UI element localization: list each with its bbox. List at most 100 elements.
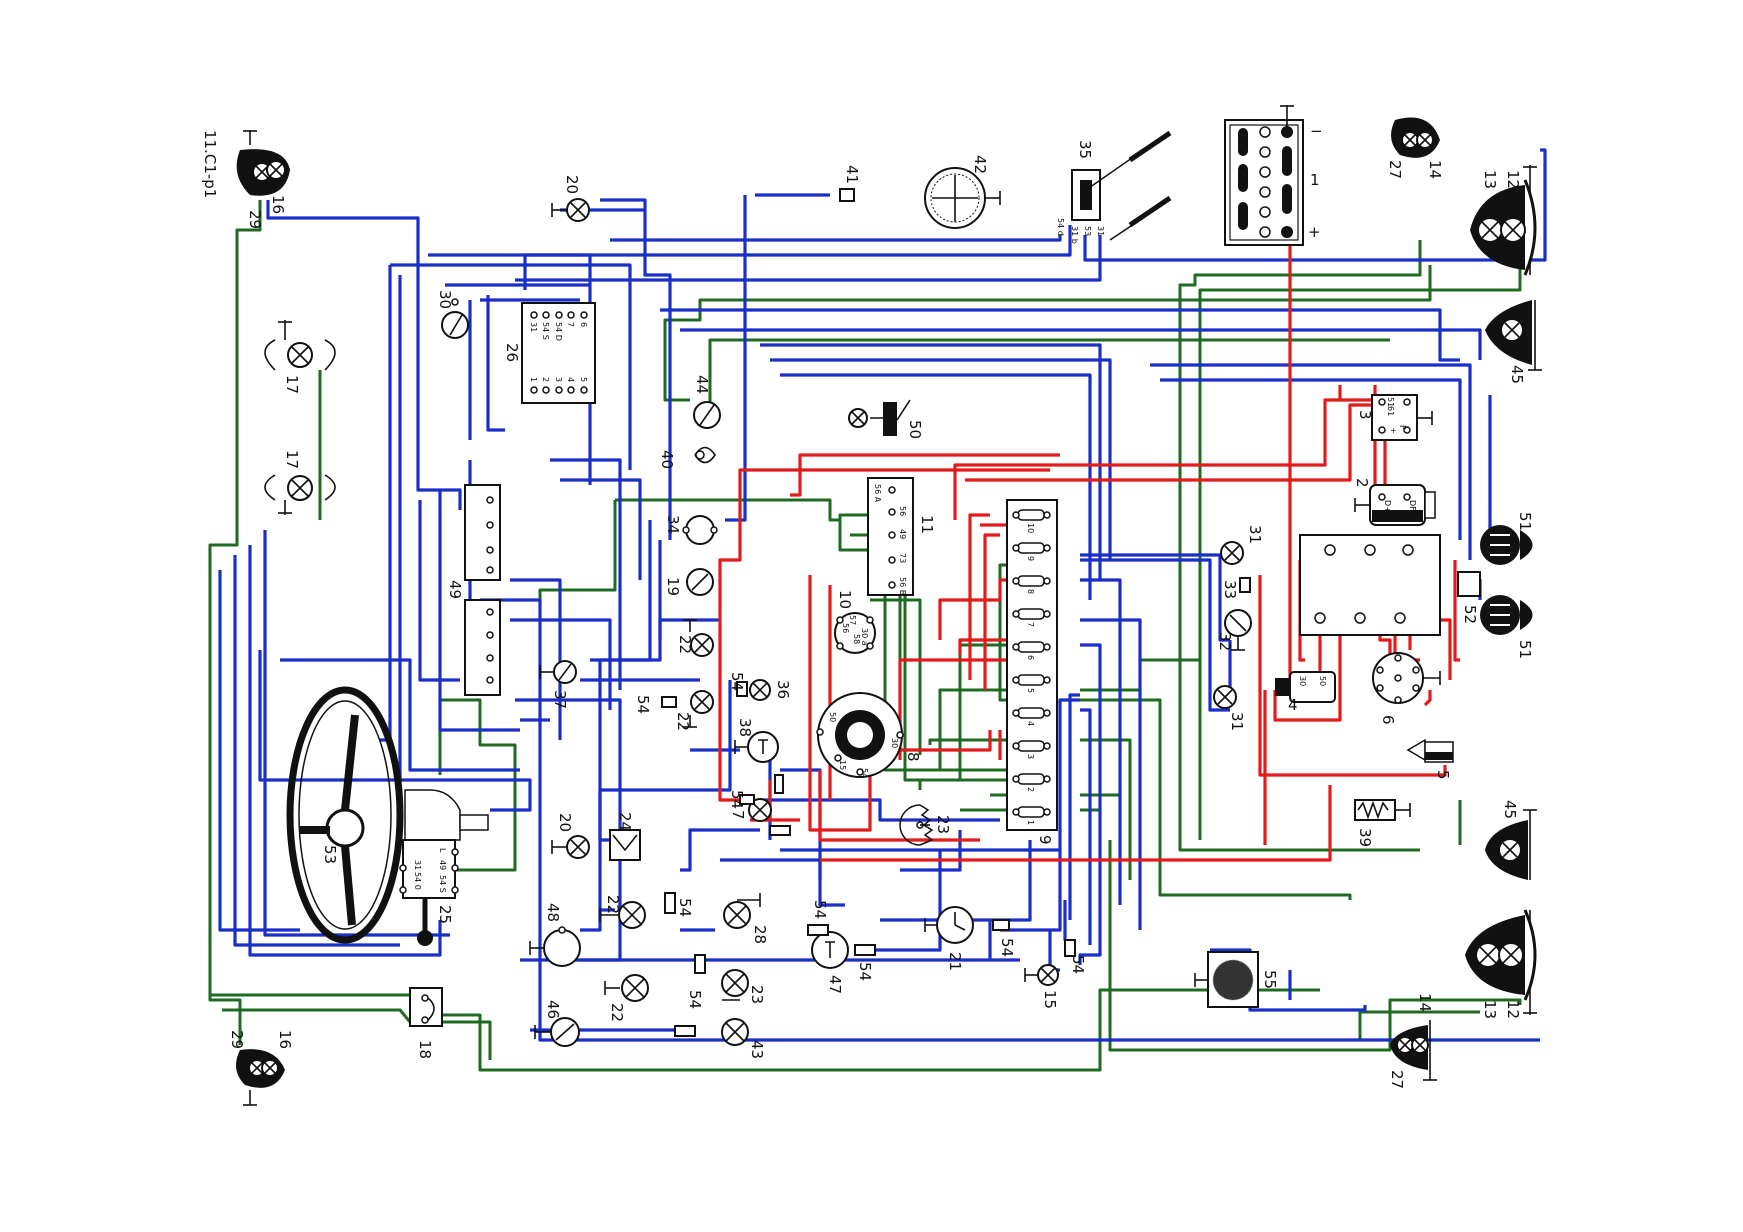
- pin-8-50: 50: [828, 712, 837, 722]
- label-25: 25: [436, 905, 454, 924]
- pin-10-58: 58: [852, 634, 861, 644]
- resistor-54-21: 54: [998, 938, 1016, 957]
- pin-25-31: 31: [413, 860, 422, 870]
- junction-box: [1299, 534, 1441, 636]
- label-33: 33: [1221, 580, 1239, 599]
- lamp-27-14-top-right: 27 14: [1386, 117, 1444, 179]
- label-28: 28: [751, 925, 769, 944]
- label-13-bottom: 13: [1481, 1000, 1499, 1019]
- switch-11: 56 A 56 49 73 56 B 11: [867, 477, 936, 596]
- lamp-29-16-bottom-left: 29 16: [228, 1030, 294, 1106]
- pin-11-73: 73: [898, 553, 907, 563]
- fuse-7: 7: [1012, 608, 1051, 627]
- label-10: 10: [836, 590, 854, 609]
- lamp-22-c: 22 54: [599, 892, 694, 929]
- fuse-number: 10: [1026, 523, 1035, 533]
- gauge-44: 44: [693, 375, 721, 429]
- label-27-bottom: 27: [1388, 1070, 1406, 1089]
- resistor-39: 39: [1354, 799, 1411, 847]
- gauge-37: 37: [539, 660, 577, 709]
- label-20-top: 20: [563, 175, 581, 194]
- pin-26-4: 4: [566, 377, 575, 382]
- gauge-47: 54 54 47: [807, 900, 876, 994]
- gauge-19: 19: [664, 568, 714, 596]
- label-7: 7: [729, 810, 747, 820]
- resistor-54-46: 54: [686, 990, 704, 1009]
- headlamp-13-12-bottom: 13 12: [1465, 909, 1537, 1019]
- label-9: 9: [1036, 835, 1054, 845]
- fuse-number: 7: [1026, 622, 1035, 627]
- gauge-48: 48: [529, 903, 581, 967]
- label-38: 38: [736, 718, 754, 737]
- pin-11-56: 56: [898, 506, 907, 516]
- pin-26-54d: 54 D: [554, 322, 563, 341]
- pin-26-2: 2: [541, 377, 550, 382]
- switch-26: 31 54 S 54 D 7 6 1 2 3 4 5 26: [503, 302, 596, 404]
- label-23-right: 23: [934, 815, 952, 834]
- label-19: 19: [664, 577, 682, 596]
- label-3: 3: [1356, 410, 1374, 420]
- pin-3-51: 51: [1386, 397, 1395, 407]
- steering-wheel-53: 53: [286, 686, 404, 944]
- lamp-22-b: 22 54: [634, 690, 714, 731]
- label-43: 43: [748, 1040, 766, 1059]
- corner-mark: 11.C1-p1: [201, 130, 219, 198]
- label-51-upper: 51: [1516, 512, 1534, 531]
- horn-55: 55: [1194, 951, 1279, 1008]
- gauge-30: 30: [436, 290, 469, 339]
- pin-11-56b: 56 B: [898, 577, 907, 595]
- pin-8-30: 30: [890, 738, 899, 748]
- label-21: 21: [946, 952, 964, 971]
- fuse-2: 2: [1012, 773, 1051, 792]
- resistor-54-7: 54: [728, 790, 746, 809]
- pin-11-56a: 56 A: [873, 484, 882, 503]
- pin-26-6: 6: [579, 322, 588, 327]
- wiper-35: 35 54 d 31 b 53 31: [1056, 130, 1172, 244]
- label-12-bottom: 12: [1504, 1000, 1522, 1019]
- label-18: 18: [416, 1040, 434, 1059]
- horn-51-upper: 51: [1480, 512, 1534, 565]
- fuse-10: 10: [1012, 509, 1051, 533]
- label-6: 6: [1379, 715, 1397, 725]
- label-17-upper: 17: [283, 375, 301, 394]
- lamp-14-27-bottom: 14 27: [1388, 993, 1437, 1089]
- fuse-1: 1: [1012, 806, 1051, 825]
- distributor-6: 6: [1372, 652, 1441, 725]
- lamp-36: 36 54: [728, 672, 792, 701]
- fuse-number: 8: [1026, 589, 1035, 594]
- label-15: 15: [1041, 990, 1059, 1009]
- generator-2: D+ DF 2: [1353, 478, 1436, 526]
- label-31-upper: 31: [1246, 525, 1264, 544]
- pin-26-31: 31: [529, 322, 538, 332]
- pin-3-plus: +: [1390, 426, 1397, 435]
- pin-35-31: 31: [1096, 226, 1105, 236]
- label-51-lower: 51: [1516, 640, 1534, 659]
- lamp-23-lower: 23: [721, 969, 766, 1004]
- label-49: 49: [446, 580, 464, 599]
- pin-25-49: 49: [438, 860, 447, 870]
- fuse-number: 6: [1026, 655, 1035, 660]
- label-47: 47: [826, 975, 844, 994]
- pin-25-l: L: [438, 848, 447, 853]
- label-29-bottom: 29: [228, 1030, 246, 1049]
- label-45-top: 45: [1508, 365, 1526, 384]
- resistor-54-22b: 54: [634, 695, 652, 714]
- label-34: 34: [664, 515, 682, 534]
- lamp-22-a: 22: [676, 619, 714, 657]
- pin-35-31b: 31 b: [1070, 226, 1079, 244]
- lamp-15: 15 54: [1024, 939, 1087, 1009]
- pin-26-1: 1: [529, 377, 538, 382]
- label-40: 40: [658, 450, 676, 469]
- fuse-number: 2: [1026, 787, 1035, 792]
- lamp-31-upper: 31: [1220, 525, 1264, 565]
- label-42: 42: [971, 155, 989, 174]
- coil-5: 5: [1406, 738, 1454, 780]
- lamp-43: 43: [721, 1018, 766, 1059]
- label-46: 46: [544, 1000, 562, 1019]
- fuse-4: 4: [1012, 707, 1051, 726]
- label-16: 16: [269, 195, 287, 214]
- gauge-32: 32: [1216, 609, 1252, 651]
- resistor-54-47b: 54: [856, 962, 874, 981]
- label-44: 44: [693, 375, 711, 394]
- pin-10-56: 56: [841, 623, 850, 633]
